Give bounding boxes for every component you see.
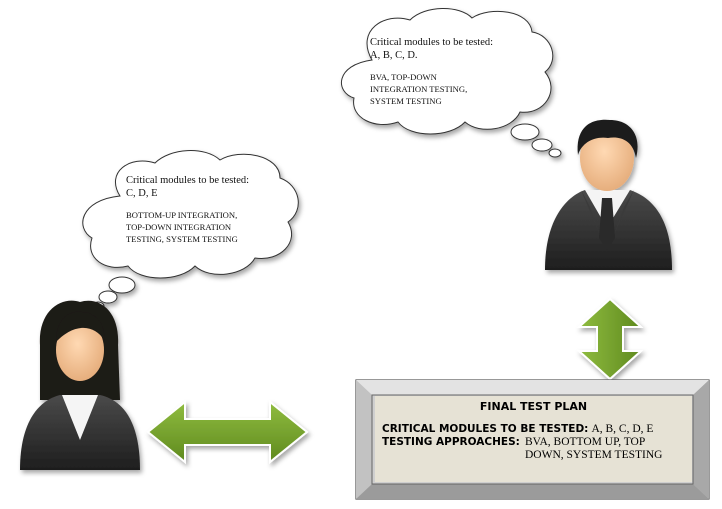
manager-cloud-text: Critical modules to be tested: A, B, C, … [370, 37, 520, 107]
final-test-plan: FINAL TEST PLAN CRITICAL MODULES TO BE T… [375, 396, 692, 482]
final-plan-modules-row: CRITICAL MODULES TO BE TESTED: A, B, C, … [382, 423, 653, 436]
final-plan-modules-label: CRITICAL MODULES TO BE TESTED: [382, 423, 589, 435]
tester-thought-cloud [82, 150, 299, 311]
final-plan-title: FINAL TEST PLAN [479, 400, 588, 413]
businessman-avatar-icon [545, 119, 672, 270]
manager-critical-label: Critical modules to be tested: [370, 37, 494, 48]
tester-cloud-text: Critical modules to be tested: C, D, E B… [126, 175, 276, 245]
final-plan-modules-value: A, B, C, D, E [591, 423, 654, 435]
tester-modules: C, D, E [126, 188, 158, 199]
vertical-double-arrow-icon [576, 297, 644, 381]
manager-approaches: BVA, TOP-DOWN INTEGRATION TESTING, SYSTE… [370, 72, 468, 106]
businesswoman-avatar-icon [20, 300, 140, 470]
final-plan-approaches-row: TESTING APPROACHES: [382, 436, 520, 449]
tester-approaches: BOTTOM-UP INTEGRATION, TOP-DOWN INTEGRAT… [126, 210, 238, 244]
manager-modules: A, B, C, D. [370, 50, 418, 61]
manager-thought-cloud [340, 8, 562, 158]
double-headed-arrow-icon [146, 399, 309, 465]
final-plan-approaches-label: TESTING APPROACHES: [382, 436, 520, 448]
final-plan-approaches-value: BVA, BOTTOM UP, TOP DOWN, SYSTEM TESTING [525, 436, 663, 461]
tester-critical-label: Critical modules to be tested: [126, 175, 250, 186]
